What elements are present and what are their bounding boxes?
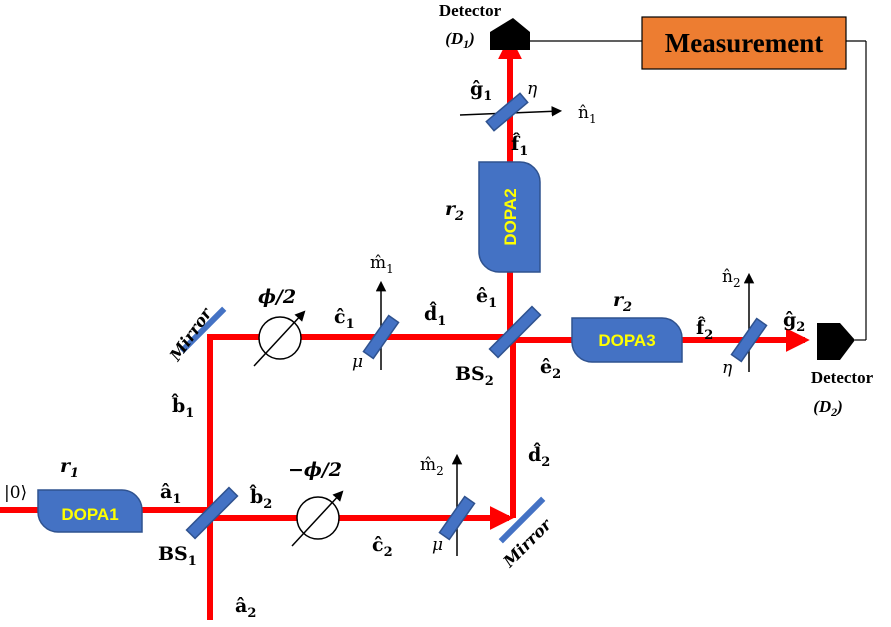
mode-a2-label: â2 [235,595,256,621]
loss-element-mu-top [362,280,400,370]
vacuum-input-label: |0⟩ [4,483,27,503]
mode-f1-label: f̂1 [511,133,528,159]
mode-n2-label: n̂2 [722,267,741,290]
mode-g2-label: ĝ2 [783,309,805,335]
beam-paths [0,35,810,620]
phase-shifter-top [253,310,306,367]
mode-d1-label: d̂1 [424,301,446,329]
gain-r2-right-label: r2 [613,289,632,315]
gain-r1-label: r1 [60,455,79,481]
detector-d2-icon [817,323,855,360]
mu-bottom-label: μ [432,535,443,555]
gain-r2-top-label: r2 [445,198,464,224]
bs1-label: BS1 [158,543,197,569]
bs2-label: BS2 [455,363,494,389]
mu-top-label: μ [352,352,363,372]
mode-f2-label: f̂2 [696,317,713,343]
eta-right-label: η [722,358,733,378]
mode-e2-label: ê2 [540,356,561,382]
dopa2-label: DOPA2 [501,188,520,245]
mode-a1-label: â1 [160,481,181,507]
loss-element-mu-bottom [438,453,476,556]
beam-splitter-bs1 [185,486,239,540]
mode-g1-label: ĝ1 [470,78,492,104]
dopa2: DOPA2 [478,161,541,273]
dopa3: DOPA3 [571,317,683,363]
mirror-bottom-label: Mirror [499,514,557,572]
eta-top-label: η [527,79,538,99]
beam-splitter-bs2 [488,305,542,359]
mode-n1-label: n̂1 [578,103,597,126]
detector-d1-id: (D1) [445,29,475,51]
dopa1-label: DOPA1 [61,505,118,524]
measurement-box [641,16,847,70]
detector-d1-name: Detector [439,1,502,20]
detector-d1-icon [490,18,530,50]
loss-element-eta-right [730,272,768,372]
mirror-bottom [498,496,546,544]
dopa3-label: DOPA3 [598,331,655,350]
mode-m1-label: m̂1 [370,253,394,276]
mode-c1-label: ĉ1 [334,306,355,332]
mode-c2-label: ĉ2 [372,534,393,560]
mode-e1-label: ê1 [476,285,497,311]
detector-d2-id: (D2) [813,397,843,419]
dopa1: DOPA1 [37,489,143,533]
phase-top-label: ϕ/2 [258,286,296,308]
mode-d2-label: d̂2 [528,442,550,470]
phase-bottom-label: −ϕ/2 [288,459,342,481]
mode-b1-label: b̂1 [171,393,195,421]
measurement-label: Measurement [665,28,823,58]
mode-b2-label: b̂2 [249,484,273,512]
loss-element-eta-top [459,92,563,132]
phase-shifter-bottom [291,490,344,547]
measurement-unit: Measurement [530,16,867,341]
mirror-top [179,306,227,354]
detector-d2-name: Detector [811,368,874,387]
mode-m2-label: m̂2 [420,455,444,478]
